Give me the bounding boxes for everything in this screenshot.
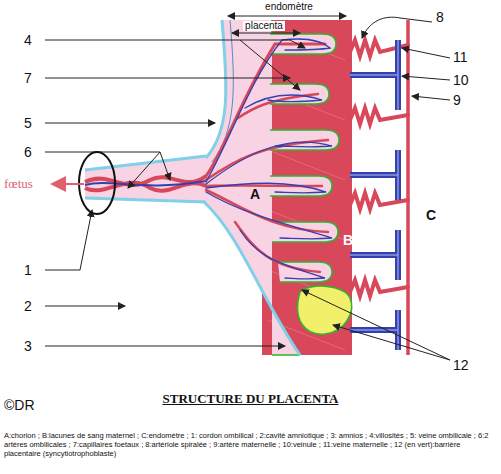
callout-number: 12 [453, 358, 469, 372]
direction-label: fœtus [4, 177, 33, 190]
callout-number: 6 [24, 145, 32, 159]
watermark: ©DR [4, 398, 35, 412]
region-letter: A [250, 187, 260, 201]
callout-number: 8 [436, 10, 444, 24]
callout-number: 4 [24, 33, 32, 47]
region-letter: C [426, 208, 436, 222]
diagram-title: STRUCTURE DU PLACENTA [0, 391, 501, 407]
legend-caption: A:chorion ; B:lacunes de sang maternel ;… [4, 431, 497, 458]
callout-number: 5 [24, 116, 32, 130]
dimension-label: placenta [243, 21, 285, 31]
callout-number: 1 [24, 263, 32, 277]
dimension-label: endomètre [263, 2, 315, 12]
callout-number: 9 [453, 93, 461, 107]
callout-number: 3 [24, 339, 32, 353]
region-letter: B [343, 233, 353, 247]
callout-number: 11 [453, 50, 468, 64]
callout-number: 7 [24, 71, 32, 85]
callout-number: 10 [453, 73, 469, 87]
callout-number: 2 [24, 299, 32, 313]
